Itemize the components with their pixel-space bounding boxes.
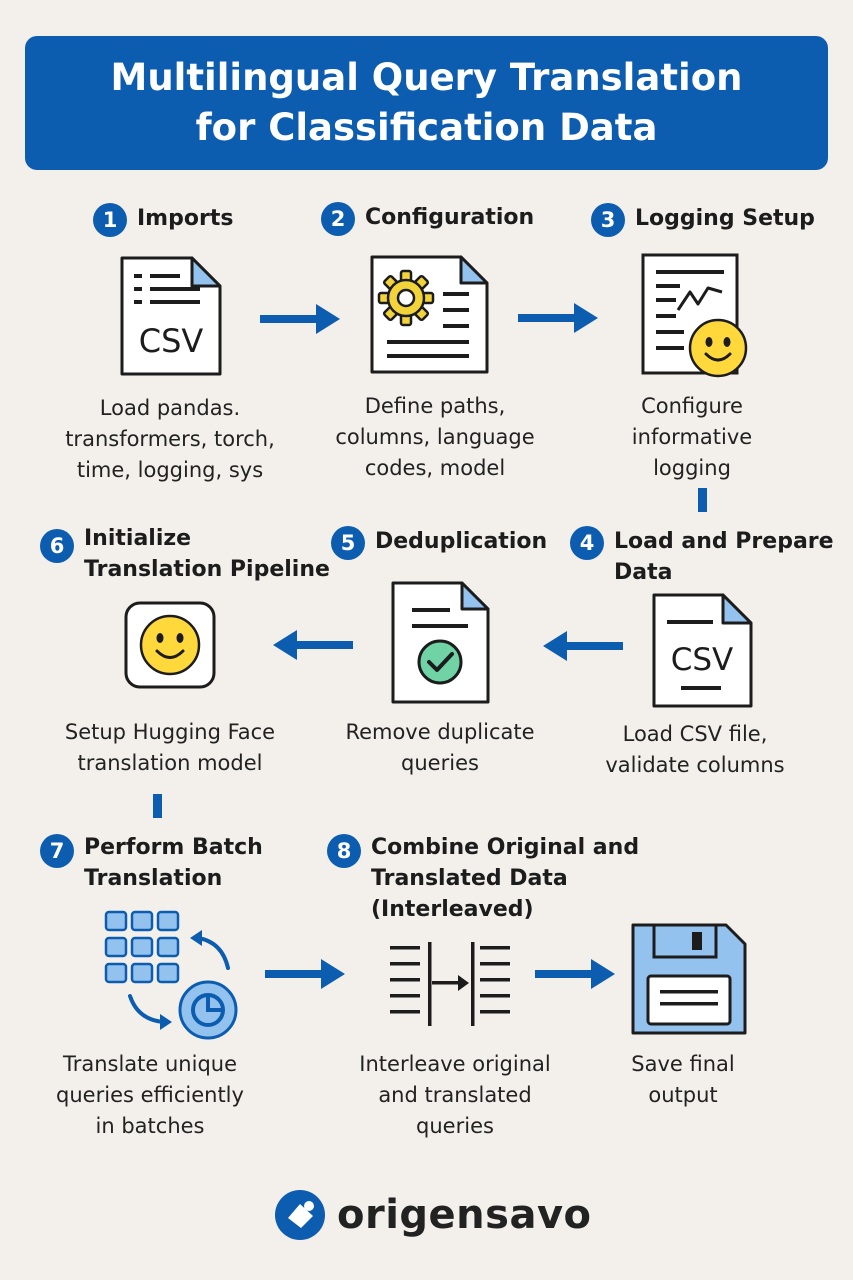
step-1-title: Imports (137, 206, 234, 231)
step-8-desc-line: queries (416, 1114, 494, 1138)
step-3-desc-line: logging (653, 456, 731, 480)
step-7-title: Perform Batch (84, 835, 263, 860)
floppy-disk-icon (631, 923, 747, 1035)
step-8-description: Interleave original and translated queri… (330, 1049, 580, 1142)
step-6-desc-line: Setup Hugging Face (64, 720, 276, 744)
step-3-heading: 3 Logging Setup (591, 203, 815, 237)
step-8-heading: 8 Combine Original and Translated Data (… (327, 832, 639, 925)
step-5-desc-line: Remove duplicate (345, 720, 535, 744)
step-5-badge: 5 (331, 526, 365, 560)
connector-line (153, 794, 162, 818)
step-8-desc-line: and translated (378, 1083, 532, 1107)
step-8-title: (Interleaved) (371, 897, 534, 922)
step-1-badge: 1 (93, 203, 127, 237)
step-7-desc-line: queries efficiently (56, 1083, 244, 1107)
config-gear-document-icon (370, 255, 489, 374)
step-2-title: Configuration (365, 205, 535, 230)
step-2-description: Define paths, columns, language codes, m… (320, 391, 550, 484)
arrow-right-icon (518, 303, 598, 333)
step-4-badge: 4 (570, 526, 604, 560)
step-8-badge: 8 (327, 834, 361, 868)
step-7-desc-line: Translate unique (62, 1052, 238, 1076)
step-3-description: Configure informative logging (592, 391, 792, 484)
step-3-title: Logging Setup (635, 206, 815, 231)
arrow-left-icon (273, 630, 353, 660)
batch-grid-cycle-icon (104, 910, 238, 1040)
title-banner: Multilingual Query Translation for Class… (25, 36, 828, 170)
step-6-badge: 6 (40, 529, 74, 563)
step-5-desc-line: queries (401, 751, 479, 775)
step-5-heading: 5 Deduplication (331, 526, 547, 560)
step-4-desc-line: validate columns (605, 753, 785, 777)
brand-footer: origensavo (273, 1188, 592, 1242)
checked-document-icon (391, 581, 490, 704)
step-6-title: Translation Pipeline (84, 557, 330, 582)
step-1-heading: 1 Imports (93, 203, 233, 237)
step-8-desc-line: Interleave original (359, 1052, 551, 1076)
csv-file-icon: CSV (652, 593, 753, 708)
step-4-heading: 4 Load and Prepare Data (570, 526, 834, 588)
title-line-1: Multilingual Query Translation (110, 56, 743, 99)
step-1-desc-line: transformers, torch, (65, 427, 275, 451)
step-2-badge: 2 (321, 202, 355, 236)
step-1-description: Load pandas. transformers, torch, time, … (40, 393, 300, 486)
step-3-badge: 3 (591, 203, 625, 237)
step-7-description: Translate unique queries efficiently in … (30, 1049, 270, 1142)
step-2-desc-line: Define paths, (364, 394, 506, 418)
title-line-2: for Classification Data (195, 106, 658, 149)
step-4-description: Load CSV file, validate columns (590, 719, 800, 781)
arrow-right-icon (265, 959, 345, 989)
csv-label-1: CSV (139, 322, 204, 360)
step-8-title: Combine Original and (371, 835, 640, 860)
step-7-title: Translation (84, 866, 223, 891)
step-2-heading: 2 Configuration (321, 202, 534, 236)
step-1-desc-line: Load pandas. (99, 396, 241, 420)
step-6-desc-line: translation model (77, 751, 263, 775)
step-6-title: Initialize (84, 526, 192, 551)
save-desc-line: output (648, 1083, 718, 1107)
step-5-description: Remove duplicate queries (320, 717, 560, 779)
csv-label-4: CSV (671, 642, 734, 678)
brand-logo-icon (275, 1190, 325, 1240)
step-4-title: Load and Prepare (614, 529, 834, 554)
arrow-right-icon (260, 304, 340, 334)
arrow-right-icon (535, 959, 615, 989)
step-8-title: Translated Data (371, 866, 568, 891)
save-desc-line: Save final (631, 1052, 735, 1076)
step-7-badge: 7 (40, 834, 74, 868)
step-3-desc-line: informative (631, 425, 753, 449)
brand-name: origensavo (337, 1192, 592, 1238)
step-4-desc-line: Load CSV file, (622, 722, 768, 746)
log-chart-document-icon (641, 253, 748, 378)
interleave-lists-icon (390, 942, 510, 1026)
step-2-desc-line: columns, language (335, 425, 535, 449)
step-3-desc-line: Configure (641, 394, 743, 418)
step-5-title: Deduplication (375, 529, 548, 554)
step-6-description: Setup Hugging Face translation model (40, 717, 300, 779)
arrow-left-icon (543, 631, 623, 661)
save-description: Save final output (598, 1049, 768, 1111)
step-4-title: Data (614, 560, 673, 585)
step-7-heading: 7 Perform Batch Translation (40, 832, 263, 894)
step-2-desc-line: codes, model (364, 456, 506, 480)
step-7-desc-line: in batches (95, 1114, 205, 1138)
step-1-desc-line: time, logging, sys (76, 458, 264, 482)
step-6-heading: 6 Initialize Translation Pipeline (40, 523, 330, 585)
csv-file-icon: CSV (120, 256, 222, 376)
hugging-face-icon (124, 601, 216, 689)
connector-line (698, 488, 707, 512)
